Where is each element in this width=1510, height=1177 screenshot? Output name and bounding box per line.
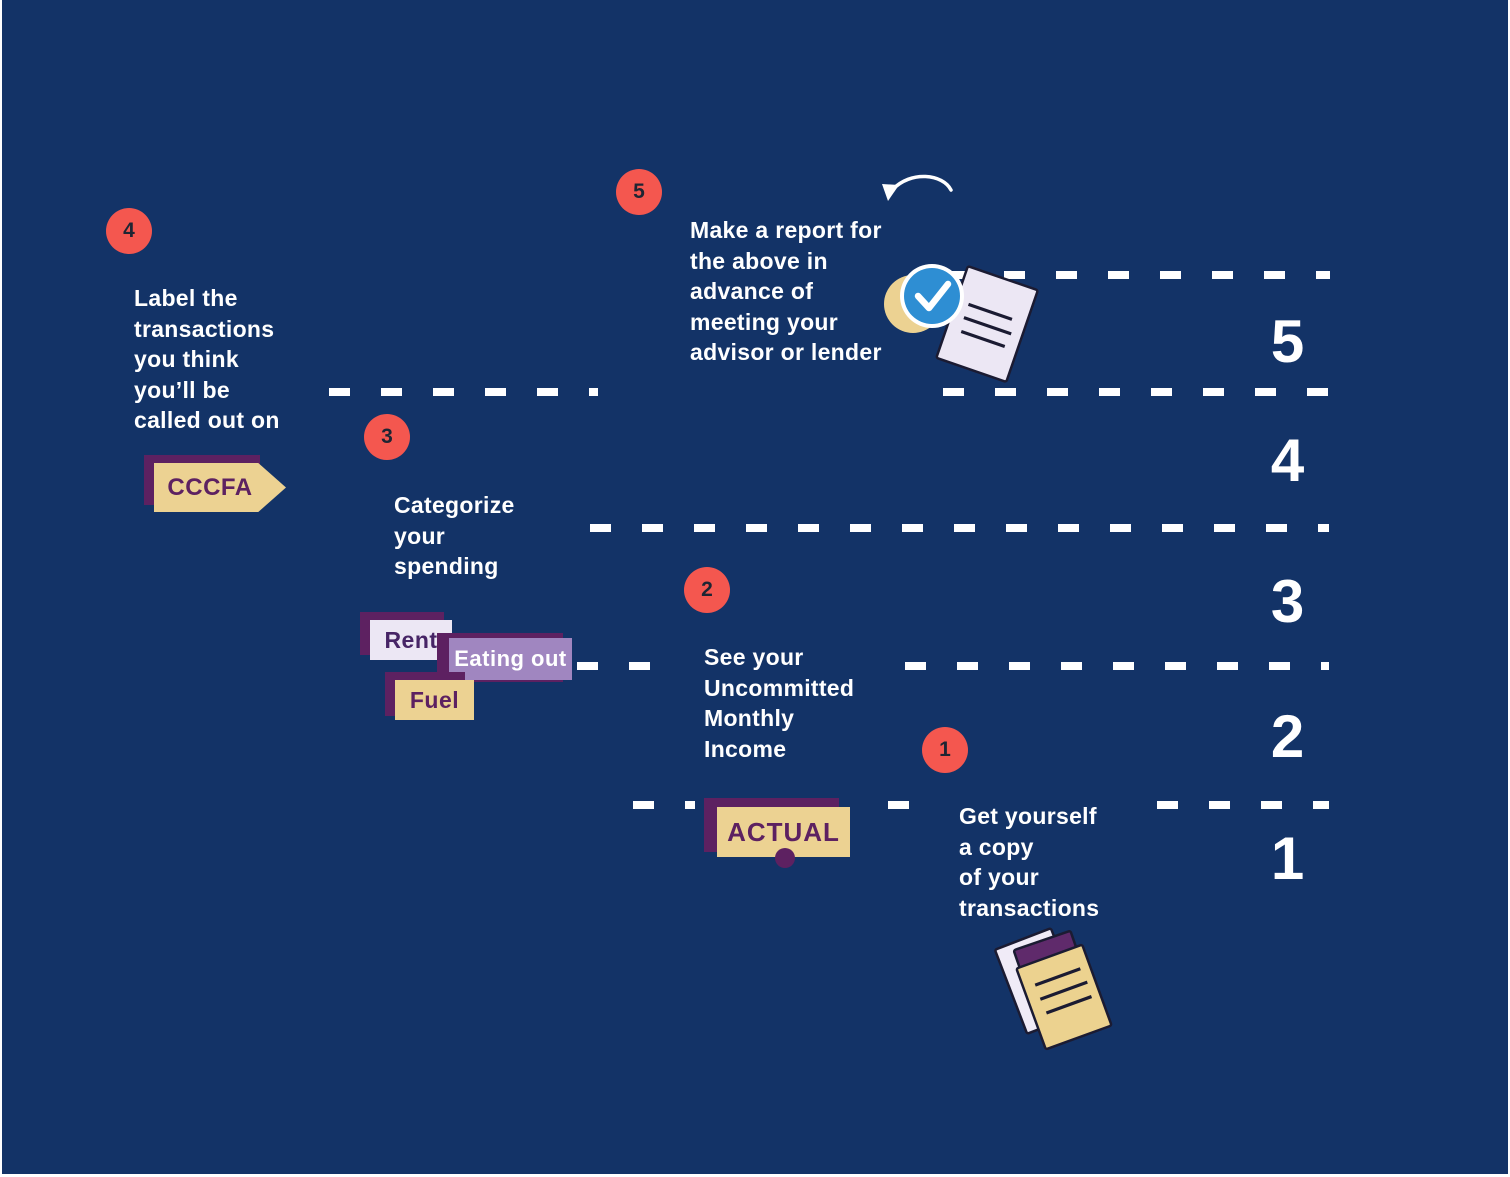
step-2-text: See your Uncommitted Monthly Income: [704, 642, 854, 764]
text-line: advisor or lender: [690, 339, 882, 365]
text-line: Income: [704, 735, 787, 762]
text-line: Get yourself: [959, 803, 1097, 829]
step-3-text: Categorize your spending: [394, 490, 515, 582]
lane-divider-dashes: [905, 662, 1329, 670]
lane-divider-dashes: [329, 388, 598, 396]
text-line: Label the: [134, 285, 238, 311]
text-line: spending: [394, 553, 499, 579]
text-line: the above in: [690, 247, 828, 274]
lane-divider-dashes: [1157, 801, 1329, 809]
step-4-text: Label the transactions you think you’ll …: [134, 283, 280, 436]
step-number-badge-5: 5: [616, 169, 662, 215]
text-line: called out on: [134, 407, 280, 433]
lane-divider-dashes: [633, 801, 695, 809]
lane-number: 3: [1270, 568, 1306, 635]
lane-divider-dashes: [952, 271, 1330, 279]
tag-pin-dot: [775, 848, 795, 868]
tag-actual: ACTUAL: [704, 798, 854, 873]
step-number-badge-4: 4: [106, 208, 152, 254]
lane-divider-dashes: [590, 524, 1329, 532]
tag-label: Fuel: [395, 680, 474, 720]
lane-divider-dashes: [943, 388, 1329, 396]
step-number-badge-2: 2: [684, 567, 730, 613]
text-line: you’ll be: [134, 376, 230, 403]
text-line: advance of: [690, 278, 814, 304]
step-number-badge-3: 3: [364, 414, 410, 460]
tag-fuel: Fuel: [385, 672, 485, 724]
text-line: meeting your: [690, 308, 839, 335]
text-line: See your: [704, 644, 804, 670]
lane-number: 5: [1270, 308, 1306, 375]
transactions-documents-icon: [994, 927, 1113, 1051]
text-line: Monthly: [704, 705, 795, 731]
lane-number: 1: [1270, 825, 1306, 892]
text-line: transactions: [959, 894, 1100, 921]
text-line: of your: [959, 864, 1040, 890]
step-1-text: Get yourself a copy of your transactions: [959, 801, 1099, 923]
tag-rent: Rent: [360, 612, 460, 664]
text-line: your: [394, 522, 446, 549]
text-line: Uncommitted: [704, 674, 855, 701]
lane-number: 4: [1270, 427, 1306, 494]
lane-number: 2: [1270, 703, 1306, 770]
text-line: transactions: [134, 315, 275, 342]
text-line: Categorize: [394, 492, 515, 518]
step-5-text: Make a report for the above in advance o…: [690, 215, 882, 368]
step-number-badge-1: 1: [922, 727, 968, 773]
tag-label: Eating out: [449, 638, 572, 680]
text-line: you think: [134, 346, 239, 372]
lane-divider-dashes: [577, 662, 650, 670]
lane-divider-dashes: [888, 801, 914, 809]
text-line: Make a report for: [690, 217, 882, 243]
tag-label: CCCFA: [154, 463, 286, 512]
text-line: a copy: [959, 833, 1034, 860]
check-circle-icon: [884, 264, 964, 333]
curved-arrow-icon: [882, 174, 953, 201]
tag-cccfa: CCCFA: [144, 455, 294, 515]
